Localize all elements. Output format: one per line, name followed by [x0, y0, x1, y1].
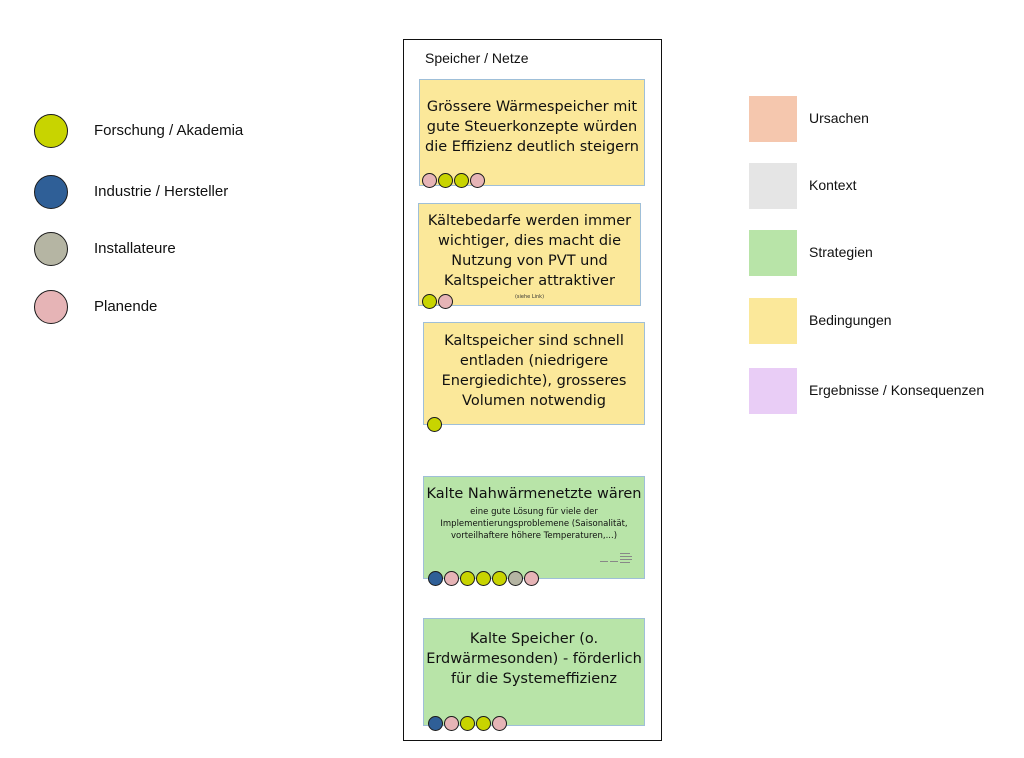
- legend-industrie: Industrie / Hersteller: [34, 175, 334, 215]
- sticky-note[interactable]: Kalte Speicher (o. Erdwärmesonden) - för…: [423, 618, 645, 726]
- legend-label: Ursachen: [809, 110, 869, 126]
- note-link[interactable]: (siehe Link): [514, 294, 545, 300]
- stakeholder-dot-icon: [492, 716, 507, 731]
- column-speicher-netze: Speicher / Netze Grössere Wärmespeicher …: [403, 39, 662, 741]
- category-swatch: [749, 163, 797, 209]
- stakeholder-dot-icon: [34, 175, 68, 209]
- legend-planende: Planende: [34, 290, 334, 330]
- legend-label: Bedingungen: [809, 312, 892, 328]
- legend-strategien: Strategien: [749, 230, 1019, 278]
- stakeholder-dot-icon: [428, 571, 443, 586]
- stakeholder-dot-icon: [470, 173, 485, 188]
- stakeholder-dot-icon: [460, 571, 475, 586]
- category-swatch: [749, 298, 797, 344]
- legend-kontext: Kontext: [749, 163, 1019, 211]
- note-subtext: eine gute Lösung für viele der Implement…: [440, 507, 628, 541]
- stakeholder-dot-icon: [422, 294, 437, 309]
- stakeholder-dot-icon: [460, 716, 475, 731]
- legend-label: Planende: [94, 298, 158, 315]
- stakeholder-dot-icon: [524, 571, 539, 586]
- stakeholder-dot-icon: [438, 294, 453, 309]
- column-title: Speicher / Netze: [425, 50, 529, 66]
- legend-installateure: Installateure: [34, 232, 334, 272]
- category-swatch: [749, 368, 797, 414]
- stakeholder-dots: [428, 571, 539, 586]
- stakeholder-dot-icon: [34, 114, 68, 148]
- stakeholder-dot-icon: [444, 571, 459, 586]
- legend-bedingungen: Bedingungen: [749, 298, 1019, 346]
- stakeholder-dot-icon: [438, 173, 453, 188]
- note-text: Grössere Wärmespeicher mit gute Steuerko…: [425, 99, 639, 155]
- stakeholder-dot-icon: [454, 173, 469, 188]
- sticky-note[interactable]: Kalte Nahwärmenetzte wären eine gute Lös…: [423, 476, 645, 579]
- stakeholder-dot-icon: [34, 232, 68, 266]
- note-text: Kältebedarfe werden immer wichtiger, die…: [427, 213, 632, 289]
- stakeholder-dot-icon: [444, 716, 459, 731]
- legend-label: Ergebnisse / Konsequenzen: [809, 382, 985, 398]
- legend-ergebnisse: Ergebnisse / Konsequenzen: [749, 368, 1019, 416]
- stakeholder-dot-icon: [492, 571, 507, 586]
- legend-ursachen: Ursachen: [749, 96, 1019, 144]
- legend-label: Kontext: [809, 177, 857, 193]
- legend-forschung: Forschung / Akademia: [34, 114, 334, 154]
- stakeholder-dot-icon: [34, 290, 68, 324]
- stakeholder-dot-icon: [476, 716, 491, 731]
- legend-label: Installateure: [94, 240, 176, 257]
- sticky-note[interactable]: Grössere Wärmespeicher mit gute Steuerko…: [419, 79, 645, 186]
- stakeholder-dot-icon: [476, 571, 491, 586]
- legend-label: Strategien: [809, 244, 873, 260]
- note-text: Kaltspeicher sind schnell entladen (nied…: [441, 333, 627, 409]
- legend-label: Forschung / Akademia: [94, 122, 244, 139]
- stakeholder-dot-icon: [427, 417, 442, 432]
- qr-code-icon: [600, 551, 634, 568]
- stakeholder-dots: [427, 417, 442, 432]
- category-swatch: [749, 96, 797, 142]
- stakeholder-dot-icon: [508, 571, 523, 586]
- sticky-note[interactable]: Kältebedarfe werden immer wichtiger, die…: [418, 203, 641, 306]
- category-swatch: [749, 230, 797, 276]
- stakeholder-dot-icon: [428, 716, 443, 731]
- note-text: Kalte Speicher (o. Erdwärmesonden) - för…: [426, 631, 642, 687]
- stakeholder-dot-icon: [422, 173, 437, 188]
- legend-label: Industrie / Hersteller: [94, 183, 229, 200]
- note-text: Kalte Nahwärmenetzte wären: [426, 486, 642, 502]
- qr-code-icon: [600, 553, 632, 563]
- stakeholder-dots: [422, 173, 485, 188]
- stakeholder-dots: [428, 716, 507, 731]
- sticky-note[interactable]: Kaltspeicher sind schnell entladen (nied…: [423, 322, 645, 425]
- stakeholder-dots: [422, 294, 453, 309]
